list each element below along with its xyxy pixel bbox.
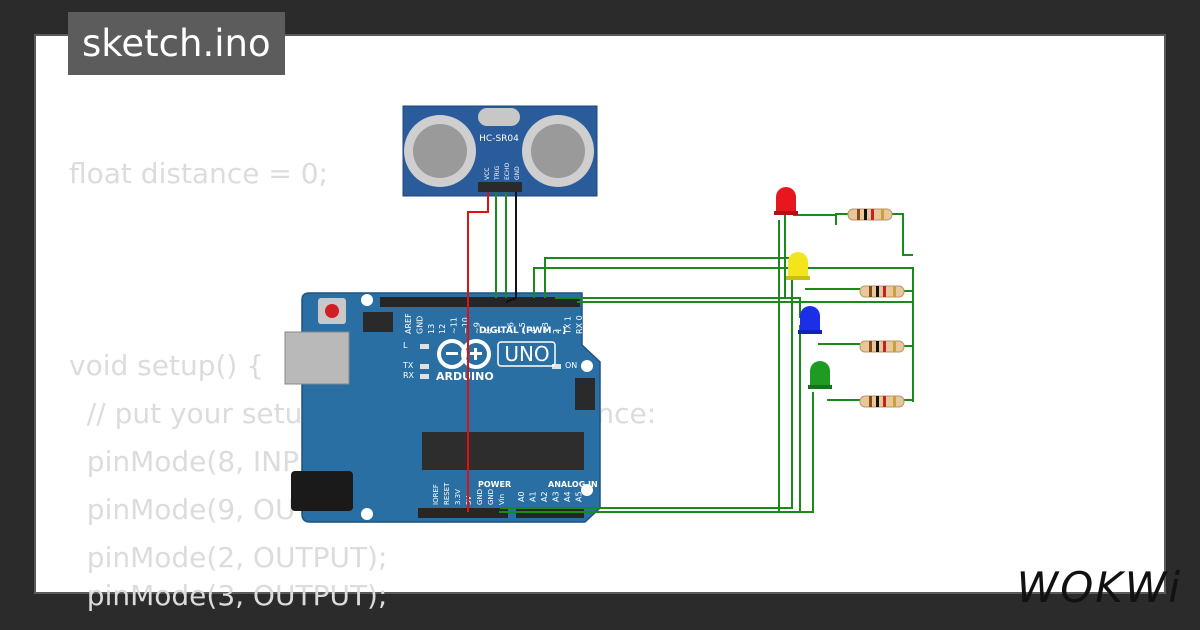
sensor-pin-label: TRIG <box>494 165 501 181</box>
wokwi-logo: WOKWi <box>1016 563 1182 612</box>
digital-pin-label: RX 0 <box>575 315 584 334</box>
wire-yellow-led <box>544 257 798 298</box>
power-jack <box>291 471 353 511</box>
board-model-label: UNO <box>504 342 549 366</box>
led-yellow[interactable] <box>786 252 810 280</box>
led-red[interactable] <box>774 187 798 215</box>
icsp-header <box>363 312 393 332</box>
code-line: pinMode(3, OUTPUT); <box>69 579 388 612</box>
led-l-label: L <box>403 341 408 350</box>
wire-red-led <box>566 210 786 299</box>
analog-pin-label: A4 <box>563 491 572 502</box>
code-line: float distance = 0; <box>69 157 328 190</box>
analog-label: ANALOG IN <box>548 480 598 489</box>
file-title-tab: sketch.ino <box>68 12 285 75</box>
digital-pin-label: 2 <box>552 329 561 334</box>
wire-gnd <box>505 192 517 303</box>
code-line: pinMode(2, OUTPUT); <box>69 541 388 574</box>
digital-header <box>380 297 580 307</box>
digital-pin-label: ~9 <box>472 322 481 334</box>
power-pin-label: 3.3V <box>454 489 462 505</box>
code-line: void setup() { <box>69 349 265 382</box>
led-rx-label: RX <box>403 371 415 380</box>
led-green[interactable] <box>808 361 832 389</box>
icsp2-header <box>575 378 595 410</box>
power-header <box>418 508 508 518</box>
led-on-label: ON <box>565 361 577 370</box>
board-brand-label: ARDUINO <box>436 370 494 383</box>
wire-gnd-green <box>500 392 814 513</box>
usb-port <box>284 331 350 385</box>
arduino-board[interactable]: UNO ARDUINO DIGITAL (PWM ~) L TX RX ON P… <box>284 292 601 523</box>
resistor-2[interactable] <box>859 285 905 298</box>
digital-pin-label: 7 <box>495 329 504 334</box>
digital-pin-label: AREF <box>404 313 413 334</box>
digital-pin-label: ~10 <box>461 317 470 334</box>
wire-resistor-common <box>533 267 914 402</box>
digital-pin-label: 8 <box>484 329 493 334</box>
power-pin-label: IOREF <box>432 484 440 505</box>
analog-pin-label: A1 <box>529 491 538 502</box>
digital-pin-label: 12 <box>438 324 447 334</box>
power-label: POWER <box>478 480 511 489</box>
power-pin-label: Vin <box>498 494 506 505</box>
digital-pin-label: GND <box>415 316 424 334</box>
wire-gnd-yellow <box>500 278 793 509</box>
microcontroller-chip <box>422 432 584 470</box>
sensor-label: HC-SR04 <box>479 134 519 144</box>
reset-button-cap[interactable] <box>325 304 339 318</box>
digital-pin-label: TX 1 <box>564 316 573 335</box>
resistor-3[interactable] <box>859 340 905 353</box>
sensor-pin-label: GND <box>514 166 521 180</box>
power-pin-label: GND <box>487 489 495 505</box>
digital-pin-label: ~6 <box>507 322 516 334</box>
digital-pin-label: ~5 <box>518 322 527 334</box>
resistor-4[interactable] <box>859 395 905 408</box>
digital-pwm-label: DIGITAL (PWM ~) <box>479 326 566 336</box>
digital-pin-label: 4 <box>529 329 538 334</box>
digital-pin-label: ~11 <box>450 317 459 334</box>
analog-pin-label: A3 <box>552 491 561 502</box>
wires <box>467 192 914 513</box>
power-pin-label: GND <box>476 489 484 505</box>
sensor-pin-label: VCC <box>484 168 491 180</box>
analog-pin-label: A0 <box>517 491 526 502</box>
led-blue[interactable] <box>798 306 822 334</box>
digital-pin-label: 13 <box>427 324 436 334</box>
power-pin-label: RESET <box>443 482 451 505</box>
sensor-pin-label: ECHO <box>504 163 511 180</box>
led-tx-label: TX <box>402 361 414 370</box>
analog-pin-label: A2 <box>540 491 549 502</box>
resistor-1[interactable] <box>847 208 893 221</box>
wire-vcc <box>467 192 489 512</box>
crystal-oscillator <box>478 108 520 126</box>
digital-pin-label: ~3 <box>541 322 550 334</box>
analog-pin-label: A5 <box>575 491 584 502</box>
